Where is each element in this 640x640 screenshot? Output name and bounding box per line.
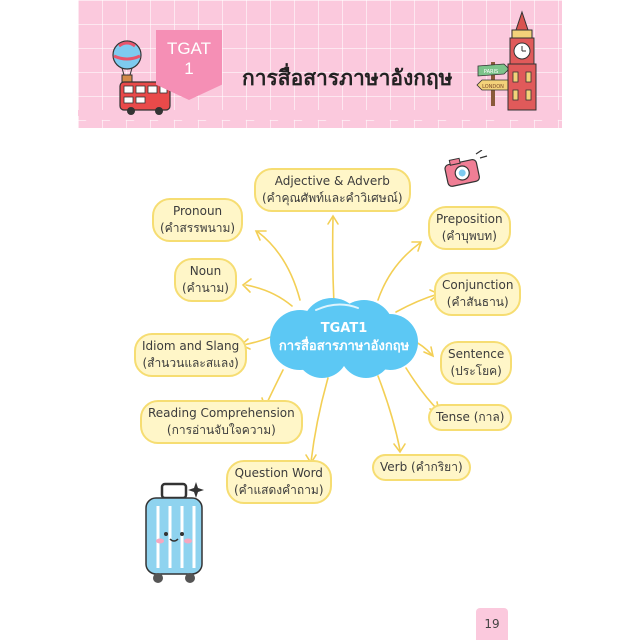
node-label-en: Conjunction <box>442 278 514 292</box>
node-verb: Verb (คำกริยา) <box>372 454 471 481</box>
page-title: การสื่อสารภาษาอังกฤษ <box>242 66 453 90</box>
node-adjective-adverb: Adjective & Adverb (คำคุณศัพท์และคำวิเศษ… <box>254 168 411 212</box>
big-ben-tower-icon <box>507 10 537 111</box>
node-label-th: (สำนวนและสแลง) <box>142 356 239 370</box>
center-cloud <box>270 298 418 378</box>
tgat-tag: TGAT 1 <box>156 30 222 100</box>
signpost-icon: PARIS LONDON <box>476 62 510 106</box>
node-idiom-slang: Idiom and Slang (สำนวนและสแลง) <box>134 333 248 377</box>
node-reading-comprehension: Reading Comprehension (การอ่านจับใจความ) <box>140 400 303 444</box>
double-decker-bus-icon <box>119 81 171 115</box>
center-topic: TGAT1 การสื่อสารภาษาอังกฤษ <box>266 320 422 356</box>
node-label-th: (คำสันธาน) <box>446 295 509 309</box>
hot-air-balloon-icon <box>112 40 142 83</box>
center-topic-title: การสื่อสารภาษาอังกฤษ <box>278 339 410 354</box>
node-tense: Tense (กาล) <box>428 404 513 431</box>
node-label-en: Pronoun <box>172 204 223 218</box>
tag-label: TGAT <box>166 39 212 58</box>
node-sentence: Sentence (ประโยค) <box>440 341 513 385</box>
node-label-th: (คำคุณศัพท์และคำวิเศษณ์) <box>262 191 403 205</box>
page-number: 19 <box>476 608 508 640</box>
node-conjunction: Conjunction (คำสันธาน) <box>434 272 522 316</box>
node-label-en: Noun <box>189 264 222 278</box>
node-label-en: Reading Comprehension <box>148 406 295 420</box>
header-scallop <box>78 110 562 124</box>
center-topic-code: TGAT1 <box>320 321 368 336</box>
node-label-th: (ประโยค) <box>450 364 502 378</box>
node-label-th: (คำแสดงคำถาม) <box>234 483 324 497</box>
node-label: Tense (กาล) <box>436 410 505 424</box>
sign-bottom-label: LONDON <box>482 84 504 90</box>
node-label-en: Sentence <box>448 347 505 361</box>
camera-icon <box>444 150 488 187</box>
node-noun: Noun (คำนาม) <box>174 258 237 302</box>
node-preposition: Preposition (คำบุพบท) <box>428 206 511 250</box>
node-label-en: Preposition <box>436 212 503 226</box>
tag-number: 1 <box>184 59 194 78</box>
node-pronoun: Pronoun (คำสรรพนาม) <box>152 198 244 242</box>
book-page: TGAT 1 การสื่อสารภาษาอังกฤษ PARIS LONDON <box>78 0 562 640</box>
node-label: Verb (คำกริยา) <box>380 460 463 474</box>
node-label-th: (การอ่านจับใจความ) <box>166 423 276 437</box>
node-label-en: Question Word <box>234 466 323 480</box>
node-question-word: Question Word (คำแสดงคำถาม) <box>226 460 332 504</box>
node-label-th: (คำนาม) <box>182 281 229 295</box>
node-label-en: Idiom and Slang <box>142 339 240 353</box>
suitcase-icon <box>145 482 204 583</box>
sign-top-label: PARIS <box>484 69 498 75</box>
node-label-th: (คำสรรพนาม) <box>160 221 236 235</box>
node-label-en: Adjective & Adverb <box>274 174 390 188</box>
node-label-th: (คำบุพบท) <box>441 229 497 243</box>
